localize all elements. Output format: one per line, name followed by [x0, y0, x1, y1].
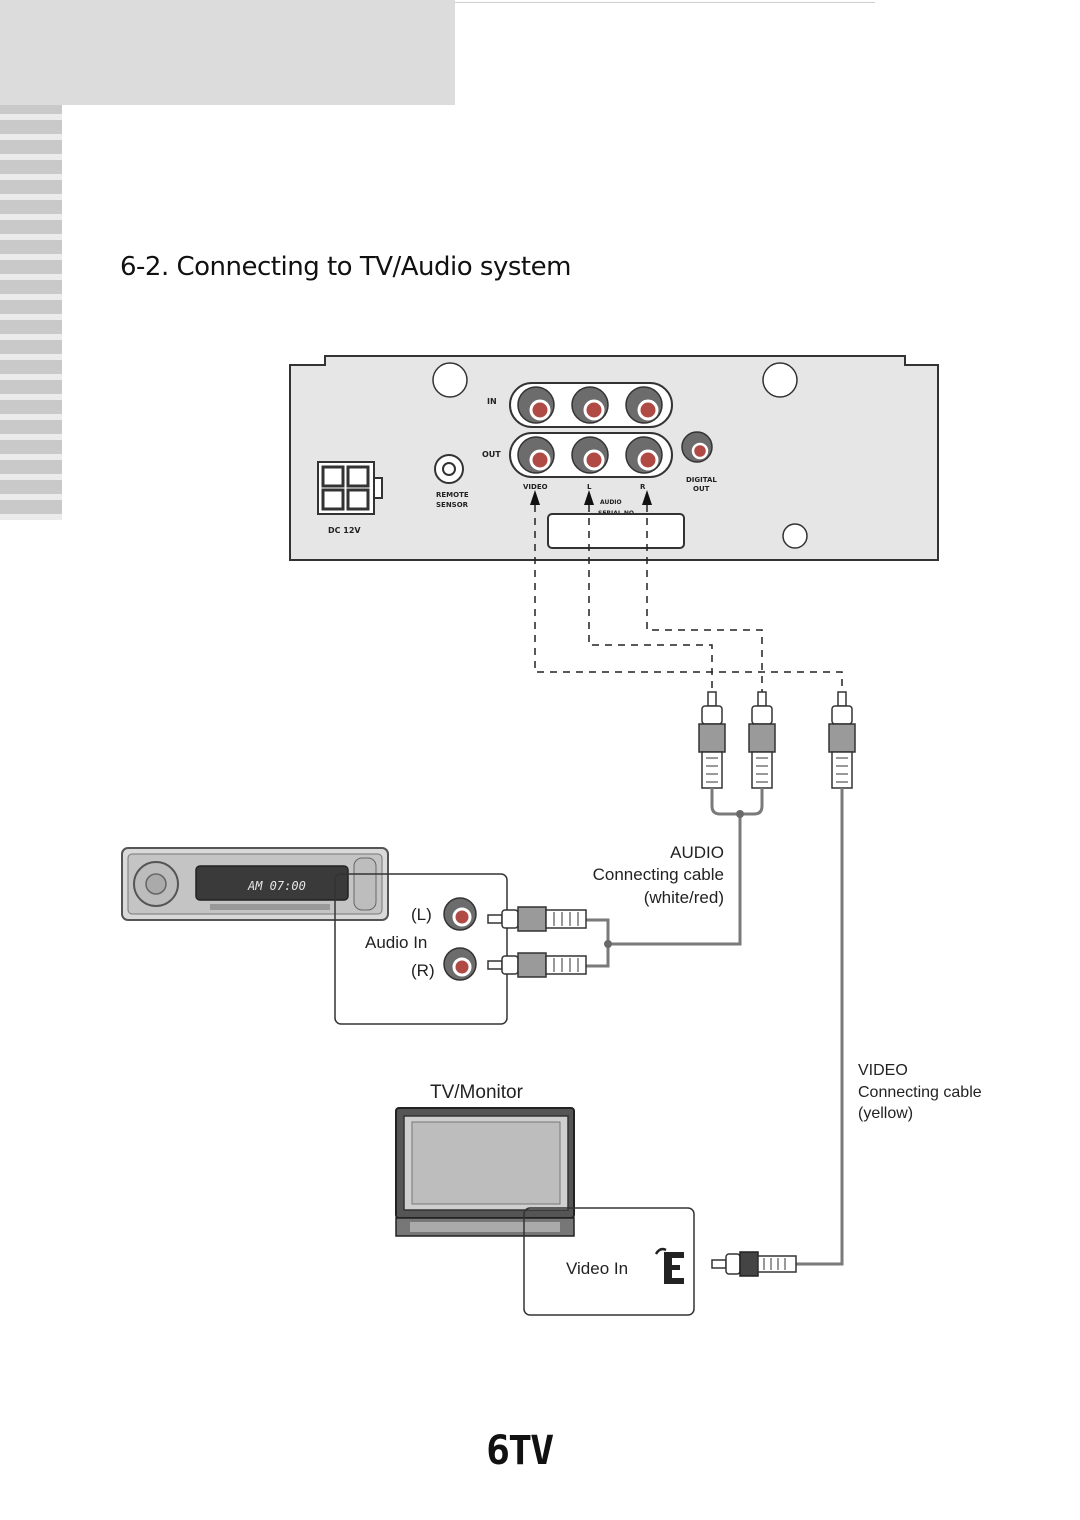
- video-cable-label-2: Connecting cable: [858, 1084, 982, 1101]
- rca-jack-icon: [625, 436, 663, 474]
- rca-plug-right-icon: [748, 691, 776, 789]
- decorative-header-band: [0, 0, 455, 105]
- video-jack-label: VIDEO: [523, 483, 548, 491]
- video-cable-label-1: VIDEO: [858, 1062, 908, 1079]
- dashed-routing: [534, 505, 843, 692]
- audio-cable: [585, 788, 764, 968]
- device-display-text: AM 07:00: [247, 879, 306, 893]
- mount-hole-icon: [762, 362, 798, 398]
- audio-plug-right-icon: [487, 952, 587, 978]
- arrow-up-icon: [530, 490, 540, 505]
- audio-in-right-jack-icon: [443, 947, 477, 981]
- rca-plug-left-icon: [698, 691, 726, 789]
- audio-jack-label: AUDIO: [600, 499, 622, 506]
- right-jack-label: R: [640, 483, 646, 491]
- cable-junction-icon: [604, 940, 612, 948]
- audio-cable-label-3: (white/red): [644, 888, 724, 907]
- audio-in-left-jack-icon: [443, 897, 477, 931]
- rca-jack-icon: [625, 386, 663, 424]
- video-cable-label-3: (yellow): [858, 1105, 913, 1122]
- video-input-panel: [523, 1207, 695, 1316]
- digital-out-jack-icon: [681, 431, 713, 463]
- audio-device: AM 07:00: [121, 847, 389, 921]
- left-jack-label: L: [587, 483, 592, 491]
- audio-cable-label-2: Connecting cable: [593, 865, 724, 884]
- arrow-up-icon: [642, 490, 652, 505]
- video-input-label: Video In: [566, 1259, 628, 1278]
- mount-hole-icon: [432, 362, 468, 398]
- audio-left-label: (L): [411, 905, 432, 924]
- page-number: 6TV: [486, 1428, 554, 1474]
- arrow-up-icon: [584, 490, 594, 505]
- audio-plug-left-icon: [487, 906, 587, 932]
- video-in-jack-icon: [654, 1247, 688, 1290]
- rca-jack-icon: [571, 436, 609, 474]
- in-label: IN: [487, 397, 497, 406]
- mount-hole-icon: [782, 523, 808, 549]
- rca-jack-icon: [517, 436, 555, 474]
- dc-power-connector: [317, 461, 383, 515]
- unit-rear-panel: DC 12V REMOTE SENSOR IN OUT: [289, 355, 939, 561]
- dc-label: DC 12V: [328, 526, 361, 535]
- audio-cable-label-1: AUDIO: [670, 843, 724, 862]
- tv-monitor-icon: [395, 1107, 575, 1237]
- rca-plug-video-icon: [828, 691, 856, 789]
- serial-number-plate: [547, 513, 685, 549]
- digital-out-label-2: OUT: [693, 485, 710, 493]
- video-plug-icon: [711, 1251, 797, 1277]
- rca-jack-icon: [571, 386, 609, 424]
- audio-input-label: Audio In: [365, 933, 427, 952]
- top-rule: [455, 2, 875, 3]
- audio-input-panel: [334, 873, 508, 1025]
- cable-junction-icon: [736, 810, 744, 818]
- tv-label: TV/Monitor: [430, 1082, 524, 1103]
- device-display: [195, 865, 349, 901]
- remote-sensor-label-1: REMOTE: [436, 491, 469, 499]
- audio-right-label: (R): [411, 961, 435, 980]
- video-cable: [795, 788, 844, 1266]
- rca-jack-icon: [517, 386, 555, 424]
- out-label: OUT: [482, 450, 501, 459]
- digital-out-label-1: DIGITAL: [686, 476, 717, 484]
- page-title: 6-2. Connecting to TV/Audio system: [120, 252, 571, 282]
- remote-sensor-label-2: SENSOR: [436, 501, 469, 509]
